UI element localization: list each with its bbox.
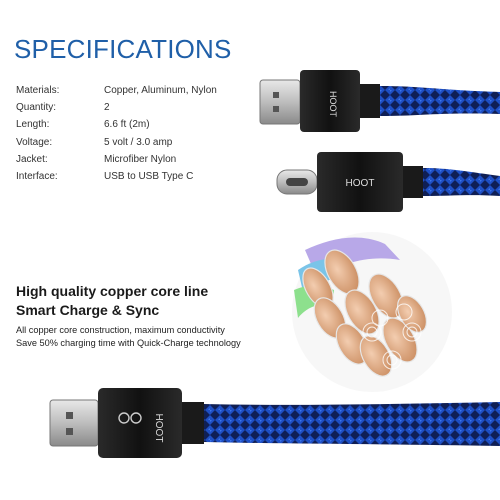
spec-row-jacket: Jacket: Microfiber Nylon: [16, 151, 217, 168]
connector-housing: [98, 388, 182, 458]
feature-line-1: High quality copper core line: [16, 283, 209, 299]
connector-housing: [317, 152, 403, 212]
spec-value: USB to USB Type C: [104, 171, 194, 183]
spec-row-interface: Interface: USB to USB Type C: [16, 168, 217, 185]
spec-row-materials: Materials: Copper, Aluminum, Nylon: [16, 82, 217, 99]
feature-headline: High quality copper core line Smart Char…: [16, 282, 208, 320]
braided-cable: [423, 168, 500, 196]
spec-row-length: Length: 6.6 ft (2m): [16, 116, 217, 133]
spec-row-quantity: Quantity: 2: [16, 99, 217, 116]
feature-line-2: Smart Charge & Sync: [16, 302, 160, 318]
feature-description: All copper core construction, maximum co…: [16, 324, 241, 350]
spec-value: 5 volt / 3.0 amp: [104, 136, 173, 148]
spec-value: Microfiber Nylon: [104, 153, 177, 165]
brand-logo: HOOT: [153, 414, 164, 443]
page-title: SPECIFICATIONS: [14, 34, 232, 64]
braided-cable: [204, 402, 500, 446]
spec-label: Voltage:: [16, 136, 53, 148]
spec-label: Jacket:: [16, 153, 48, 165]
spec-label: Quantity:: [16, 102, 57, 114]
feature-desc-2: Save 50% charging time with Quick-Charge…: [16, 338, 241, 348]
braided-cable: [380, 86, 500, 116]
connector-housing: [300, 70, 360, 132]
copper-core-illustration: [292, 232, 452, 392]
feature-desc-1: All copper core construction, maximum co…: [16, 325, 225, 335]
spec-list: Materials: Copper, Aluminum, Nylon Quant…: [16, 82, 217, 185]
usb-a-plug: [49, 399, 99, 447]
spec-label: Interface:: [16, 171, 58, 183]
usb-a-vertical-cable: HOOT: [259, 70, 500, 132]
spec-label: Materials:: [16, 85, 60, 96]
spec-row-voltage: Voltage: 5 volt / 3.0 amp: [16, 134, 217, 151]
brand-logo: HOOT: [328, 91, 338, 118]
usb-a-plug: [259, 79, 301, 125]
owl-logo-icon: [118, 412, 130, 424]
spec-value: 2: [104, 102, 110, 114]
usb-c-cable: HOOT: [276, 152, 500, 212]
spec-value: 6.6 ft (2m): [104, 119, 150, 131]
usb-a-bottom-cable: HOOT: [49, 388, 500, 458]
spec-label: Length:: [16, 119, 50, 131]
brand-logo: HOOT: [346, 178, 375, 189]
spec-value: Copper, Aluminum, Nylon: [104, 85, 217, 96]
